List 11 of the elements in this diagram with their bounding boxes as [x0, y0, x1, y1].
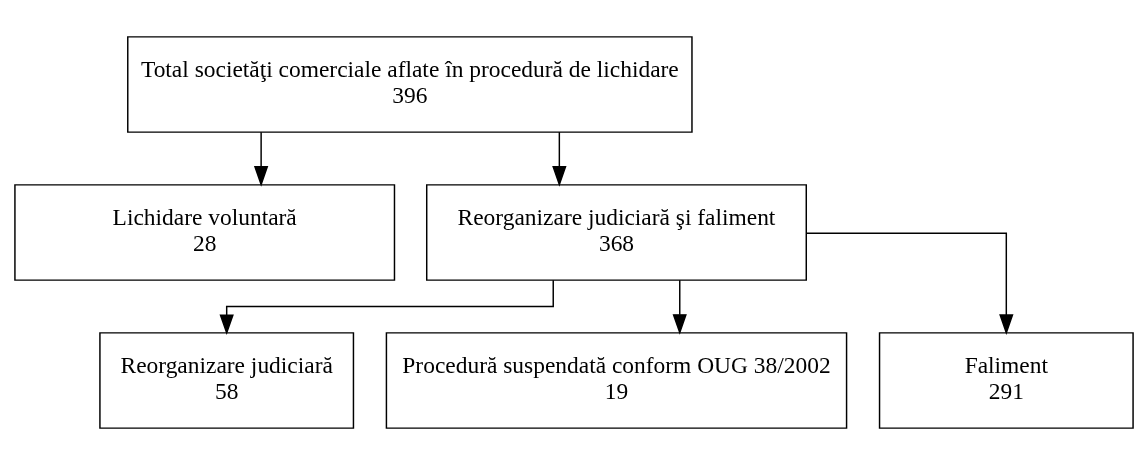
arrow: [219, 278, 554, 335]
arrow: [672, 278, 687, 335]
arrow: [253, 130, 269, 187]
node-box: Reorganizare judiciară 58: [99, 331, 355, 429]
node-box: Faliment 291: [878, 331, 1134, 429]
node-box: Reorganizare judiciară şi faliment 368: [426, 183, 807, 281]
arrow: [552, 130, 567, 187]
node-box: Total societăţi comerciale aflate în procedură de lichidare 396: [127, 35, 693, 133]
node-box: Lichidare voluntară 28: [14, 183, 396, 281]
node-box: Procedură suspendată conform OUG 38/2002 19: [385, 331, 848, 429]
arrow: [806, 232, 1014, 335]
